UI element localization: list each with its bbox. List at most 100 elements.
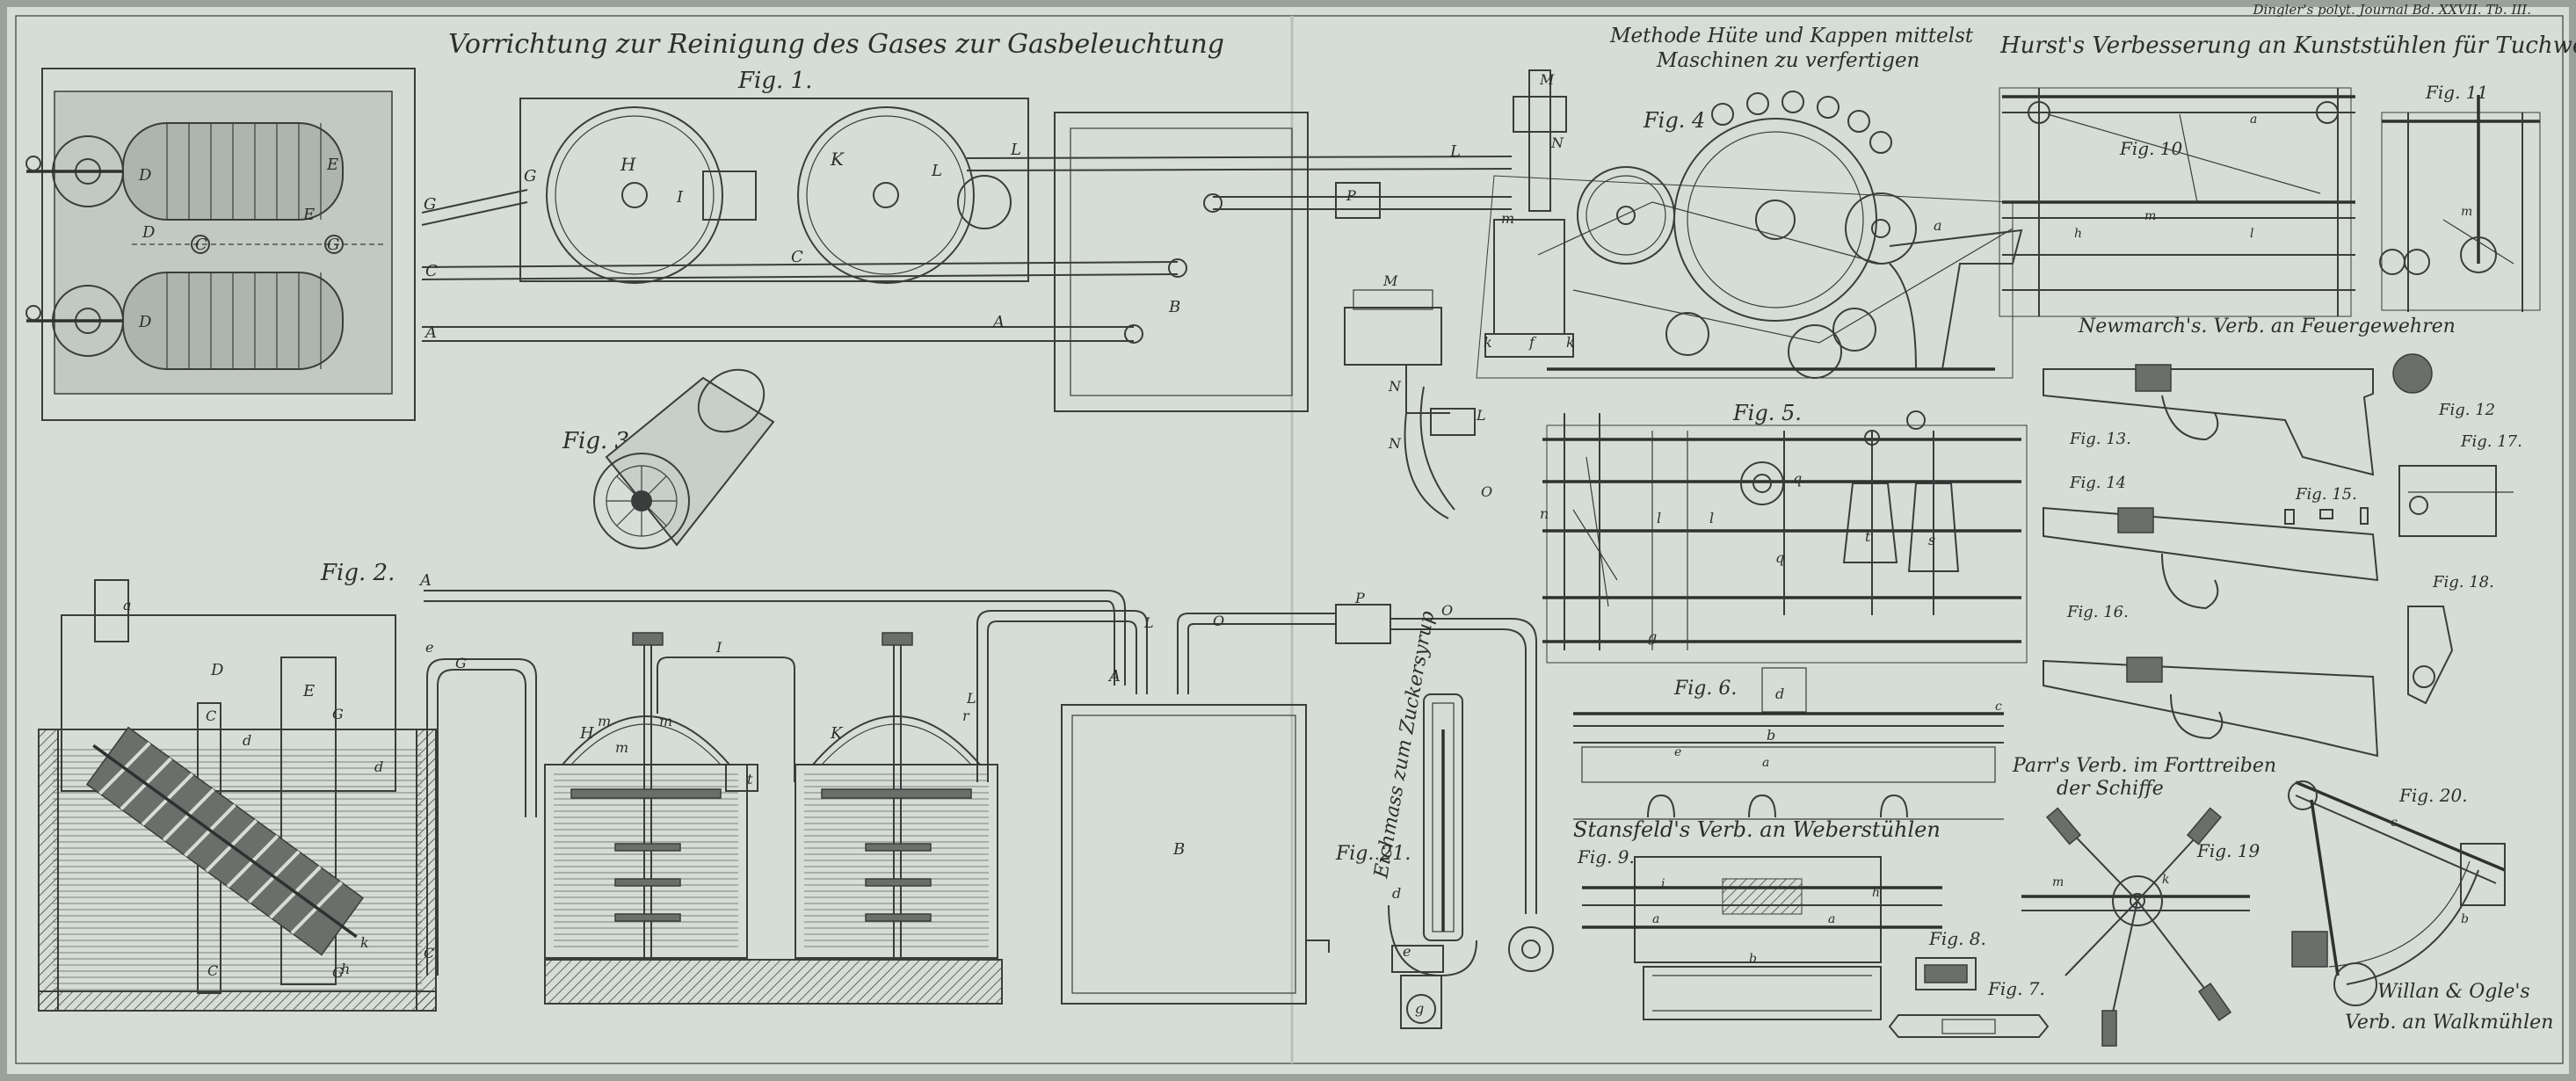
- fig19-label: Fig. 19: [2196, 840, 2260, 861]
- callout-letter: D: [141, 223, 156, 242]
- fig1-group: Fig. 1. D E D E D C G: [25, 68, 1567, 421]
- callout-letter: P: [1346, 187, 1356, 204]
- callout-letter: D: [138, 166, 152, 185]
- callout-letter: A: [424, 323, 437, 342]
- fig21-label: Fig. 21.: [1335, 843, 1411, 865]
- callout-letter: m: [615, 739, 628, 756]
- callout-letter: B: [1168, 298, 1180, 316]
- callout-letter: m: [598, 713, 611, 729]
- callout-letter: d: [374, 758, 383, 775]
- callout-letter: e: [425, 639, 433, 656]
- fig1-label: Fig. 1.: [737, 68, 812, 94]
- callout-letter: C: [195, 236, 207, 254]
- fig1-regulator-group: M N N L O: [1344, 272, 1492, 519]
- callout-letter: h: [341, 961, 350, 977]
- plate-border: [15, 15, 2564, 1064]
- callout-letter: O: [1213, 613, 1224, 629]
- fig2-label: Fig. 2.: [320, 560, 395, 586]
- callout-letter: m: [659, 713, 672, 729]
- fig1-purifier-frame: [519, 98, 1029, 282]
- callout-letter: a: [123, 597, 132, 613]
- newmarch-group: Newmarch's. Verb. an Feuergewehren Fig. …: [2043, 316, 2522, 758]
- title-gas-cleaning: Vorrichtung zur Reinigung des Gases zur …: [448, 29, 1224, 60]
- fig2-group: Fig. 2. A A D E C C G G d d: [38, 560, 1554, 1012]
- callout-letter: G: [332, 706, 344, 722]
- fig1-cylinder-lower: [25, 272, 344, 370]
- callout-letter: M: [1539, 71, 1555, 88]
- callout-letter: n: [1540, 505, 1549, 522]
- fig16-label: Fig. 16.: [2066, 603, 2129, 621]
- callout-letter: l: [2250, 227, 2253, 241]
- callout-letter: N: [1550, 134, 1564, 151]
- callout-letter: m: [2461, 205, 2472, 219]
- title-willan-2: Verb. an Walkmühlen: [2345, 1012, 2553, 1034]
- callout-letter: C: [791, 248, 803, 266]
- callout-letter: B: [1172, 840, 1185, 859]
- fig3-group: Fig. 3.: [562, 368, 775, 549]
- parr-group: Parr's Verb. im Forttreiben der Schiffe …: [2012, 755, 2276, 1047]
- callout-letter: I: [715, 639, 722, 656]
- callout-letter: G: [455, 655, 467, 671]
- callout-letter: a: [1934, 217, 1942, 234]
- callout-letter: D: [138, 313, 152, 331]
- fig12-label: Fig. 12: [2438, 401, 2495, 419]
- callout-letter: L: [1449, 142, 1461, 161]
- title-willan-1: Willan & Ogle's: [2377, 981, 2530, 1003]
- stansfeld-group: Stansfeld's Verb. an Weberstühlen Fig. 9…: [1573, 817, 2050, 1038]
- callout-letter: l: [1709, 510, 1714, 526]
- callout-letter: H: [579, 724, 594, 743]
- fig6-group: Fig. 6. d b e a c: [1573, 667, 2004, 820]
- callout-letter: L: [1143, 614, 1154, 631]
- title-hats-caps-2: Maschinen zu verfertigen: [1656, 49, 1919, 72]
- callout-letter: L: [1476, 407, 1486, 424]
- callout-letter: I: [676, 188, 684, 207]
- callout-letter: N: [1388, 435, 1402, 452]
- fig15-label: Fig. 15.: [2295, 485, 2357, 504]
- fig2-gasometer-B: [1061, 704, 1307, 1005]
- fig17-label: Fig. 17.: [2460, 432, 2522, 451]
- callout-letter: A: [418, 571, 432, 590]
- title-parr-1: Parr's Verb. im Forttreiben: [2012, 755, 2276, 777]
- callout-letter: N: [1388, 378, 1402, 395]
- callout-letter: g: [1648, 628, 1657, 645]
- hurst-group: Fig. 10 a m h l Fig. 11 m: [1999, 82, 2541, 317]
- title-newmarch: Newmarch's. Verb. an Feuergewehren: [2078, 316, 2456, 337]
- callout-letter: g: [1415, 1000, 1424, 1017]
- callout-letter: i: [1661, 877, 1665, 891]
- willan-group: Fig. 20. c b Willan & Ogle's Verb. an Wa…: [2288, 780, 2553, 1034]
- fig4-group: Fig. 4 a m k f k: [1476, 91, 2023, 379]
- callout-letter: t: [1865, 528, 1871, 545]
- fig5-group: Fig. 5. n l l q q t s g: [1540, 401, 2028, 664]
- fig8-label: Fig. 8.: [1928, 928, 1986, 949]
- callout-letter: G: [524, 167, 536, 185]
- callout-letter: G: [332, 964, 344, 981]
- callout-letter: f: [1528, 334, 1537, 351]
- journal-reference: Dingler's polyt. Journal Bd. XXVII. Tb. …: [2253, 2, 2531, 18]
- fig1-purifier-K: [797, 106, 975, 284]
- callout-letter: E: [326, 156, 338, 174]
- callout-letter: b: [1767, 727, 1775, 744]
- fig6-label: Fig. 6.: [1673, 678, 1737, 700]
- callout-letter: K: [830, 149, 845, 170]
- fig1-purifier-H: [546, 106, 723, 284]
- callout-letter: m: [1501, 210, 1514, 227]
- callout-letter: b: [2461, 912, 2469, 926]
- callout-letter: a: [1652, 912, 1659, 926]
- callout-letter: t: [747, 771, 753, 787]
- callout-letter: k: [2162, 873, 2169, 887]
- title-stansfeld: Stansfeld's Verb. an Weberstühlen: [1573, 817, 1941, 842]
- callout-letter: L: [931, 162, 942, 180]
- callout-letter: q: [1775, 549, 1784, 566]
- callout-letter: E: [302, 206, 315, 224]
- fig13-label: Fig. 13.: [2069, 430, 2131, 448]
- fig5-label: Fig. 5.: [1732, 401, 1802, 425]
- callout-letter: O: [1481, 483, 1492, 500]
- fig7-label: Fig. 7.: [1987, 978, 2045, 999]
- callout-letter: G: [327, 236, 339, 254]
- callout-letter: h: [1872, 886, 1880, 900]
- callout-letter: E: [302, 682, 315, 700]
- callout-letter: k: [1566, 334, 1575, 351]
- title-hurst: Hurst's Verbesserung an Kunststühlen für…: [1999, 33, 2576, 59]
- title-hats-caps-1: Methode Hüte und Kappen mittelst: [1609, 25, 1974, 47]
- fig10-label: Fig. 10: [2119, 138, 2183, 159]
